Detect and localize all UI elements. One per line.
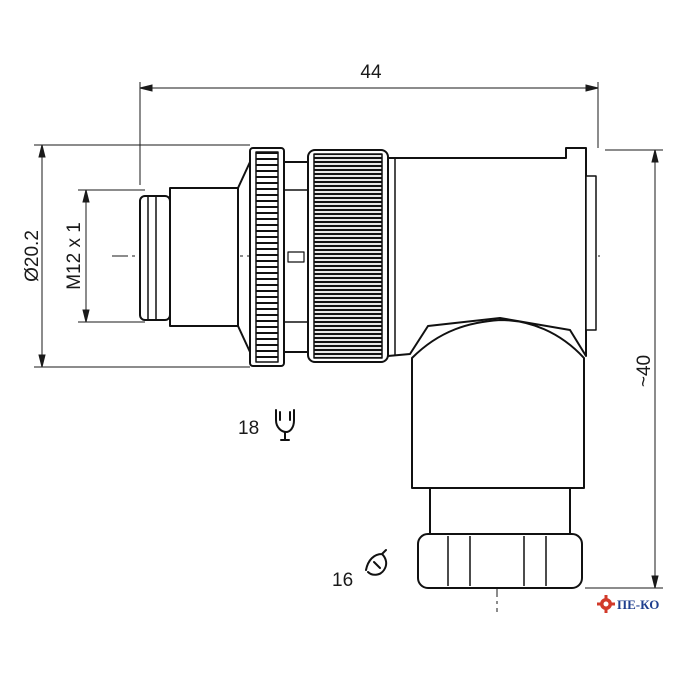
wrench-icon bbox=[275, 409, 295, 441]
elbow bbox=[411, 319, 585, 489]
dimension-length bbox=[139, 82, 599, 185]
cable-gland bbox=[429, 487, 571, 535]
logo: ПЕ-КО bbox=[597, 595, 659, 613]
cable-nut-16 bbox=[417, 533, 583, 589]
thread-label: M12 x 1 bbox=[64, 222, 85, 290]
dimension-diameter bbox=[34, 144, 250, 368]
diameter-label: Ø20.2 bbox=[22, 230, 43, 282]
plug-thread bbox=[139, 195, 171, 321]
wrench-icon bbox=[365, 549, 388, 576]
length-label: 44 bbox=[360, 62, 382, 83]
dimension-height bbox=[585, 149, 663, 589]
gear-icon bbox=[597, 595, 615, 613]
dimension-thread bbox=[78, 189, 145, 323]
wrench-size-lower: 16 bbox=[332, 570, 353, 591]
plug-sleeve bbox=[169, 187, 239, 327]
housing bbox=[387, 147, 587, 357]
logo-text: ПЕ-КО bbox=[617, 597, 659, 612]
wrench-size-upper: 18 bbox=[238, 418, 259, 439]
height-label: ~40 bbox=[634, 355, 655, 387]
connector-body bbox=[139, 147, 597, 589]
